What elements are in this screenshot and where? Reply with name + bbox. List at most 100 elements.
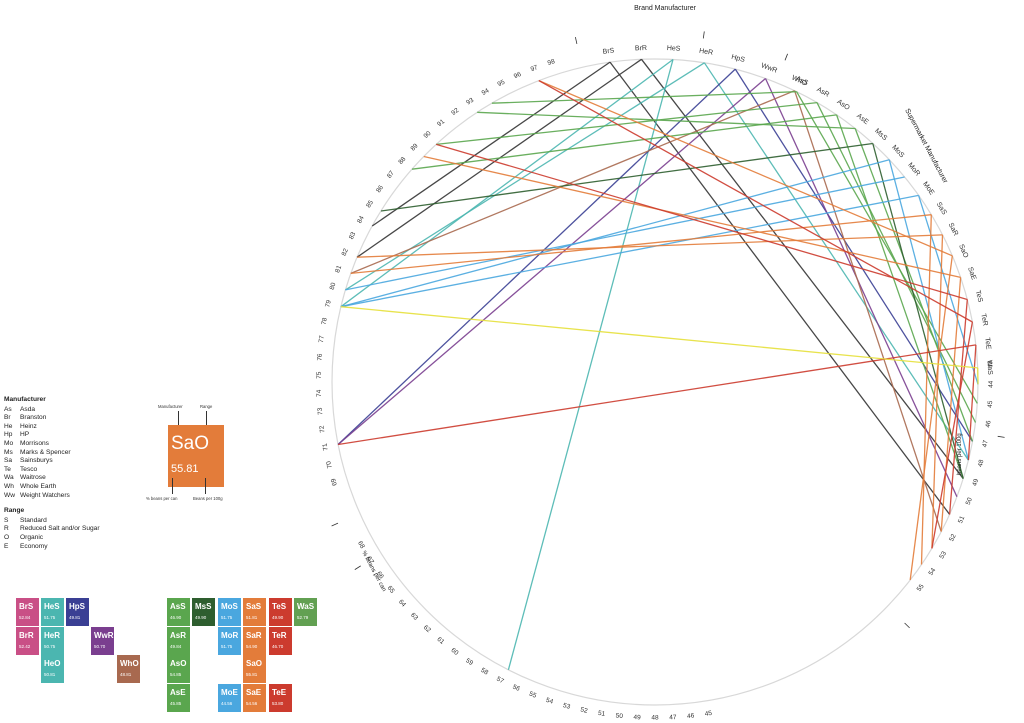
left-tick-74: 74: [316, 389, 323, 397]
tile-code: AsE: [170, 688, 186, 697]
tile-code: SaR: [246, 631, 262, 640]
manufacturer-legend-abbr: Hp: [4, 431, 13, 439]
supermarket-node-sao: SaO: [957, 243, 969, 259]
right-tick-52: 52: [948, 533, 958, 543]
bottom-tick-67: 67: [365, 555, 375, 565]
supermarket-node-tee: TeE: [983, 337, 991, 350]
left-tick-70: 70: [325, 460, 334, 469]
right-tick-44: 44: [988, 380, 995, 388]
left-tick-86: 86: [375, 184, 385, 194]
range-legend-name: Economy: [20, 542, 48, 550]
chord-line: [920, 214, 932, 565]
tile-code: HeS: [44, 602, 60, 611]
tile-code: SaO: [246, 659, 263, 668]
tile-code: WwR: [94, 631, 114, 640]
brand-node-wwr: WwR: [760, 62, 778, 74]
bottom-tick-63: 63: [409, 612, 419, 622]
tile-value: 46.70: [272, 644, 284, 649]
tile-code: WaS: [297, 602, 315, 611]
chord-line: [796, 91, 978, 404]
bottom-tick-48: 48: [651, 715, 659, 722]
chord-line: [931, 321, 974, 549]
chord-line: [340, 194, 919, 308]
bottom-tick-60: 60: [450, 647, 460, 657]
chord-line: [340, 159, 890, 308]
beans-per-100g-axis-label: beans per 100g: [957, 433, 963, 475]
manufacturer-legend-name: Weight Watchers: [20, 491, 70, 499]
key-manufacturer-pointer: [178, 411, 179, 426]
bottom-tick-59: 59: [464, 657, 474, 667]
chord-line: [909, 255, 953, 581]
manufacturer-legend-title: Manufacturer: [4, 396, 46, 403]
tile-code: HeR: [44, 631, 61, 640]
chord-line: [609, 61, 951, 515]
key-beans-100g-label: Beans per 100g: [193, 496, 223, 501]
tile-value: 52.79: [297, 615, 309, 620]
chord-line: [340, 58, 674, 308]
ring-separator-mark: [904, 622, 910, 629]
chord-line: [491, 91, 797, 104]
key-range-label: Range: [200, 404, 213, 409]
chord-group: [337, 58, 979, 670]
left-tick-82: 82: [341, 247, 350, 257]
chord-line: [640, 58, 964, 479]
chord-line: [337, 68, 736, 445]
manufacturer-legend-name: Waitrose: [20, 474, 46, 482]
manufacturer-legend-name: Marks & Spencer: [20, 448, 71, 456]
tile-value: 54.85: [170, 672, 182, 677]
right-tick-49: 49: [971, 478, 980, 487]
range-legend-abbr: O: [4, 533, 10, 541]
chord-line: [477, 111, 856, 130]
manufacturer-legend-name: Whole Earth: [20, 482, 57, 490]
key-example-box: SaO 55.81: [168, 425, 224, 487]
tile-code: WhO: [120, 659, 139, 668]
manufacturer-legend-abbr: Te: [4, 465, 11, 473]
tile-code: TeR: [272, 631, 287, 640]
manufacturer-legend-name: Morrisons: [20, 439, 49, 447]
bottom-tick-61: 61: [435, 636, 445, 646]
tile-code: AsS: [170, 602, 186, 611]
tile-code: HeO: [44, 659, 61, 668]
chord-line: [340, 306, 978, 369]
product-tile-was: WaS 52.79: [294, 598, 317, 626]
chord-line: [436, 101, 818, 146]
manufacturer-legend-abbr: Ms: [4, 448, 13, 456]
chord-line: [854, 128, 974, 442]
key-value: 55.81: [171, 463, 199, 475]
chord-line: [380, 142, 873, 212]
left-tick-93: 93: [465, 97, 475, 107]
left-tick-71: 71: [321, 442, 329, 451]
tile-value: 52.42: [19, 644, 31, 649]
supermarket-node-mss: MsS: [873, 128, 888, 143]
right-tick-45: 45: [987, 400, 994, 408]
manufacturer-legend-row: Ms Marks & Spencer: [4, 449, 100, 458]
tile-code: TeS: [272, 602, 287, 611]
product-tile-tes: TeS 49.90: [269, 598, 292, 626]
right-tick-51: 51: [957, 515, 967, 525]
tile-code: SaS: [246, 602, 262, 611]
chord-line: [345, 62, 705, 291]
ring-separator-mark: [354, 565, 361, 570]
tick-group: 9897969594939291908988878685848382818079…: [316, 31, 1005, 722]
right-tick-47: 47: [981, 439, 989, 448]
range-legend-name: Reduced Salt and/or Sugar: [20, 525, 100, 533]
bottom-tick-65: 65: [386, 585, 396, 595]
tile-value: 49.90: [272, 615, 284, 620]
chord-line: [436, 143, 968, 301]
chord-line: [734, 68, 974, 442]
left-tick-89: 89: [410, 142, 420, 152]
